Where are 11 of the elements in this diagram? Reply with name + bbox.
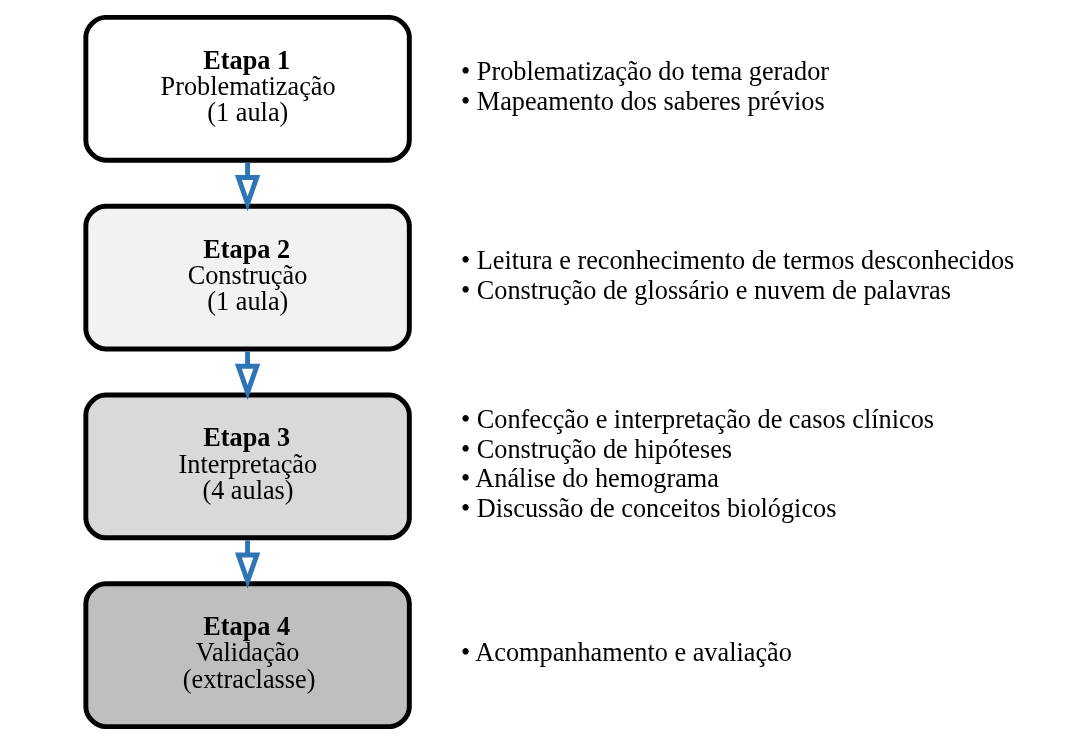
node-label: • Discussão de conceitos biológicos bbox=[460, 493, 836, 523]
node-label: • Confecção e interpretação de casos clínicos bbox=[460, 405, 934, 435]
node-label: • Construção de hipóteses bbox=[460, 434, 732, 464]
node-label: • Análise do hemograma bbox=[460, 464, 719, 494]
arrow bbox=[234, 351, 260, 400]
node-label: • Problematização do tema gerador bbox=[460, 57, 829, 87]
node-label: • Construção de glossário e nuvem de palavras bbox=[460, 275, 951, 305]
node-label: • Leitura e reconhecimento de termos desconhecidos bbox=[460, 246, 1014, 276]
arrow bbox=[234, 540, 260, 589]
node-label: • Mapeamento dos saberes prévios bbox=[460, 86, 825, 116]
node-label: • Acompanhamento e avaliação bbox=[460, 638, 792, 668]
